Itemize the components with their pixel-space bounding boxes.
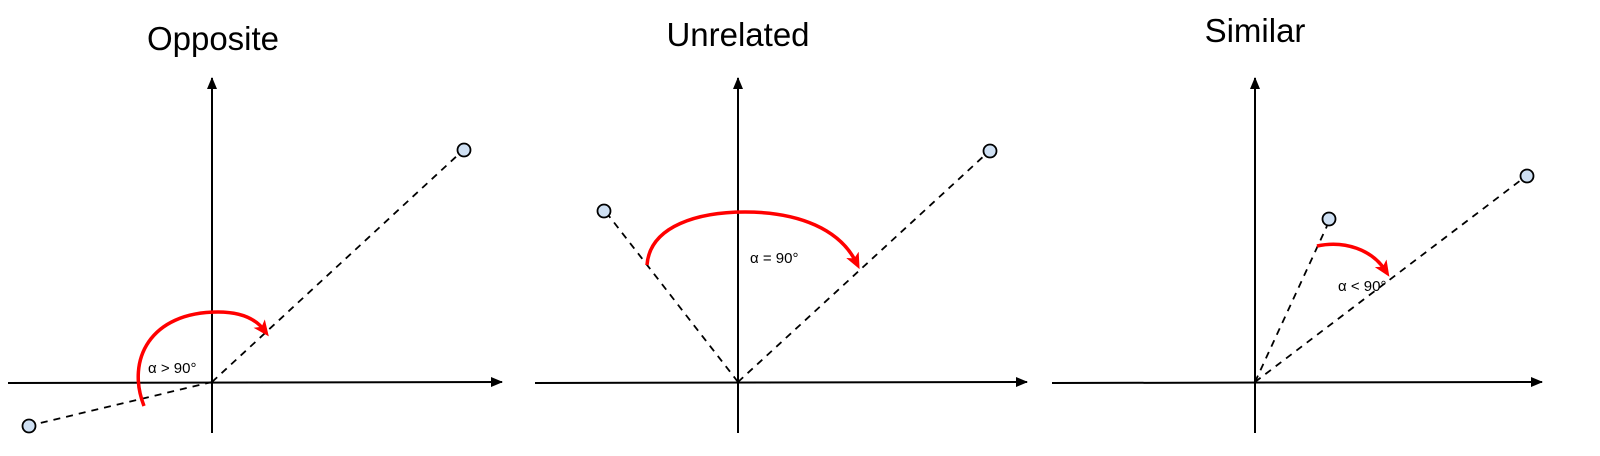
panel-unrelated: Unrelated α = 90° [534,16,1028,433]
angle-label: α = 90° [750,250,798,267]
angle-arc [1316,242,1390,277]
panel-opposite: Opposite α > 90° [7,20,503,434]
vector-b [35,381,213,425]
angle-arc [136,310,269,407]
vector-b [1254,225,1328,383]
point-b [1321,211,1337,227]
panel-title: Opposite [147,20,279,57]
point-a [456,142,472,158]
point-a [1519,168,1535,184]
angle-arc [645,210,860,270]
vector-a [1254,179,1522,383]
x-axis [7,377,503,388]
vector-a [211,153,460,383]
panel-title: Similar [1205,12,1306,49]
point-a [982,143,998,159]
point-b [596,203,612,219]
x-axis [1051,377,1543,388]
angle-label: α > 90° [148,360,196,377]
panel-title: Unrelated [666,16,809,53]
point-b [21,418,37,434]
vector-a [737,154,986,383]
x-axis [534,377,1028,388]
vector-b [608,215,739,383]
angle-label: α < 90° [1338,278,1386,295]
panel-similar: Similar α < 90° [1051,12,1543,433]
